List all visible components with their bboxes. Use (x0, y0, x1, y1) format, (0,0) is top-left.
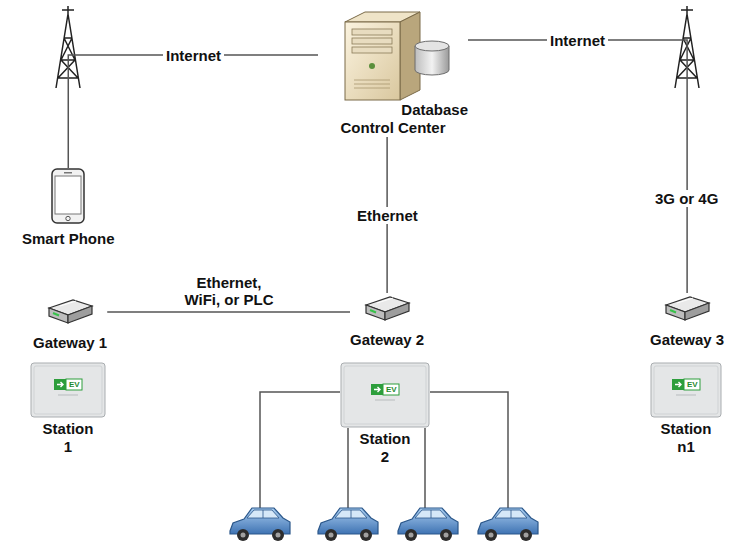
node-label: Gateway 2 (350, 331, 424, 349)
node-label: Gateway 3 (650, 331, 724, 349)
station-icon (340, 362, 430, 428)
gateway-node: Gateway 2 (350, 293, 424, 349)
link-label: Internet (547, 32, 608, 49)
phone-icon (50, 168, 86, 224)
gateway-node: Gateway 1 (33, 296, 107, 352)
gateway-icon (663, 293, 711, 325)
network-link (468, 40, 687, 293)
node-label: Station 1 (43, 420, 94, 456)
station-node: Station 1 (30, 362, 106, 456)
node-label: Station 2 (360, 430, 411, 466)
link-label: Ethernet, WiFi, or PLC (176, 274, 282, 308)
station-node: Station 2 (340, 362, 430, 466)
ev-logo-text: EV (386, 385, 397, 394)
station-icon (650, 362, 722, 418)
network-label: 3G or 4G (653, 190, 720, 207)
server-icon (318, 8, 468, 103)
gateway-node: Gateway 3 (650, 293, 724, 349)
link-label: Ethernet (354, 207, 421, 224)
node-label: Control Center (318, 119, 468, 137)
ev-logo-text: EV (69, 380, 80, 389)
link-label: Internet (163, 47, 224, 64)
station-icon (30, 362, 106, 418)
server-node: DatabaseControl Center (318, 8, 468, 137)
station-node: Station n1 (650, 362, 722, 456)
node-label: Station n1 (661, 420, 712, 456)
node-label: Smart Phone (22, 230, 115, 248)
gateway-icon (46, 296, 94, 328)
phone-node: Smart Phone (22, 168, 115, 248)
network-link (107, 311, 350, 313)
gateway-icon (363, 293, 411, 325)
ev-logo-text: EV (687, 380, 698, 389)
node-label: Database (318, 101, 468, 119)
network-link (68, 55, 318, 168)
node-label: Gateway 1 (33, 334, 107, 352)
electric-car (230, 508, 538, 541)
